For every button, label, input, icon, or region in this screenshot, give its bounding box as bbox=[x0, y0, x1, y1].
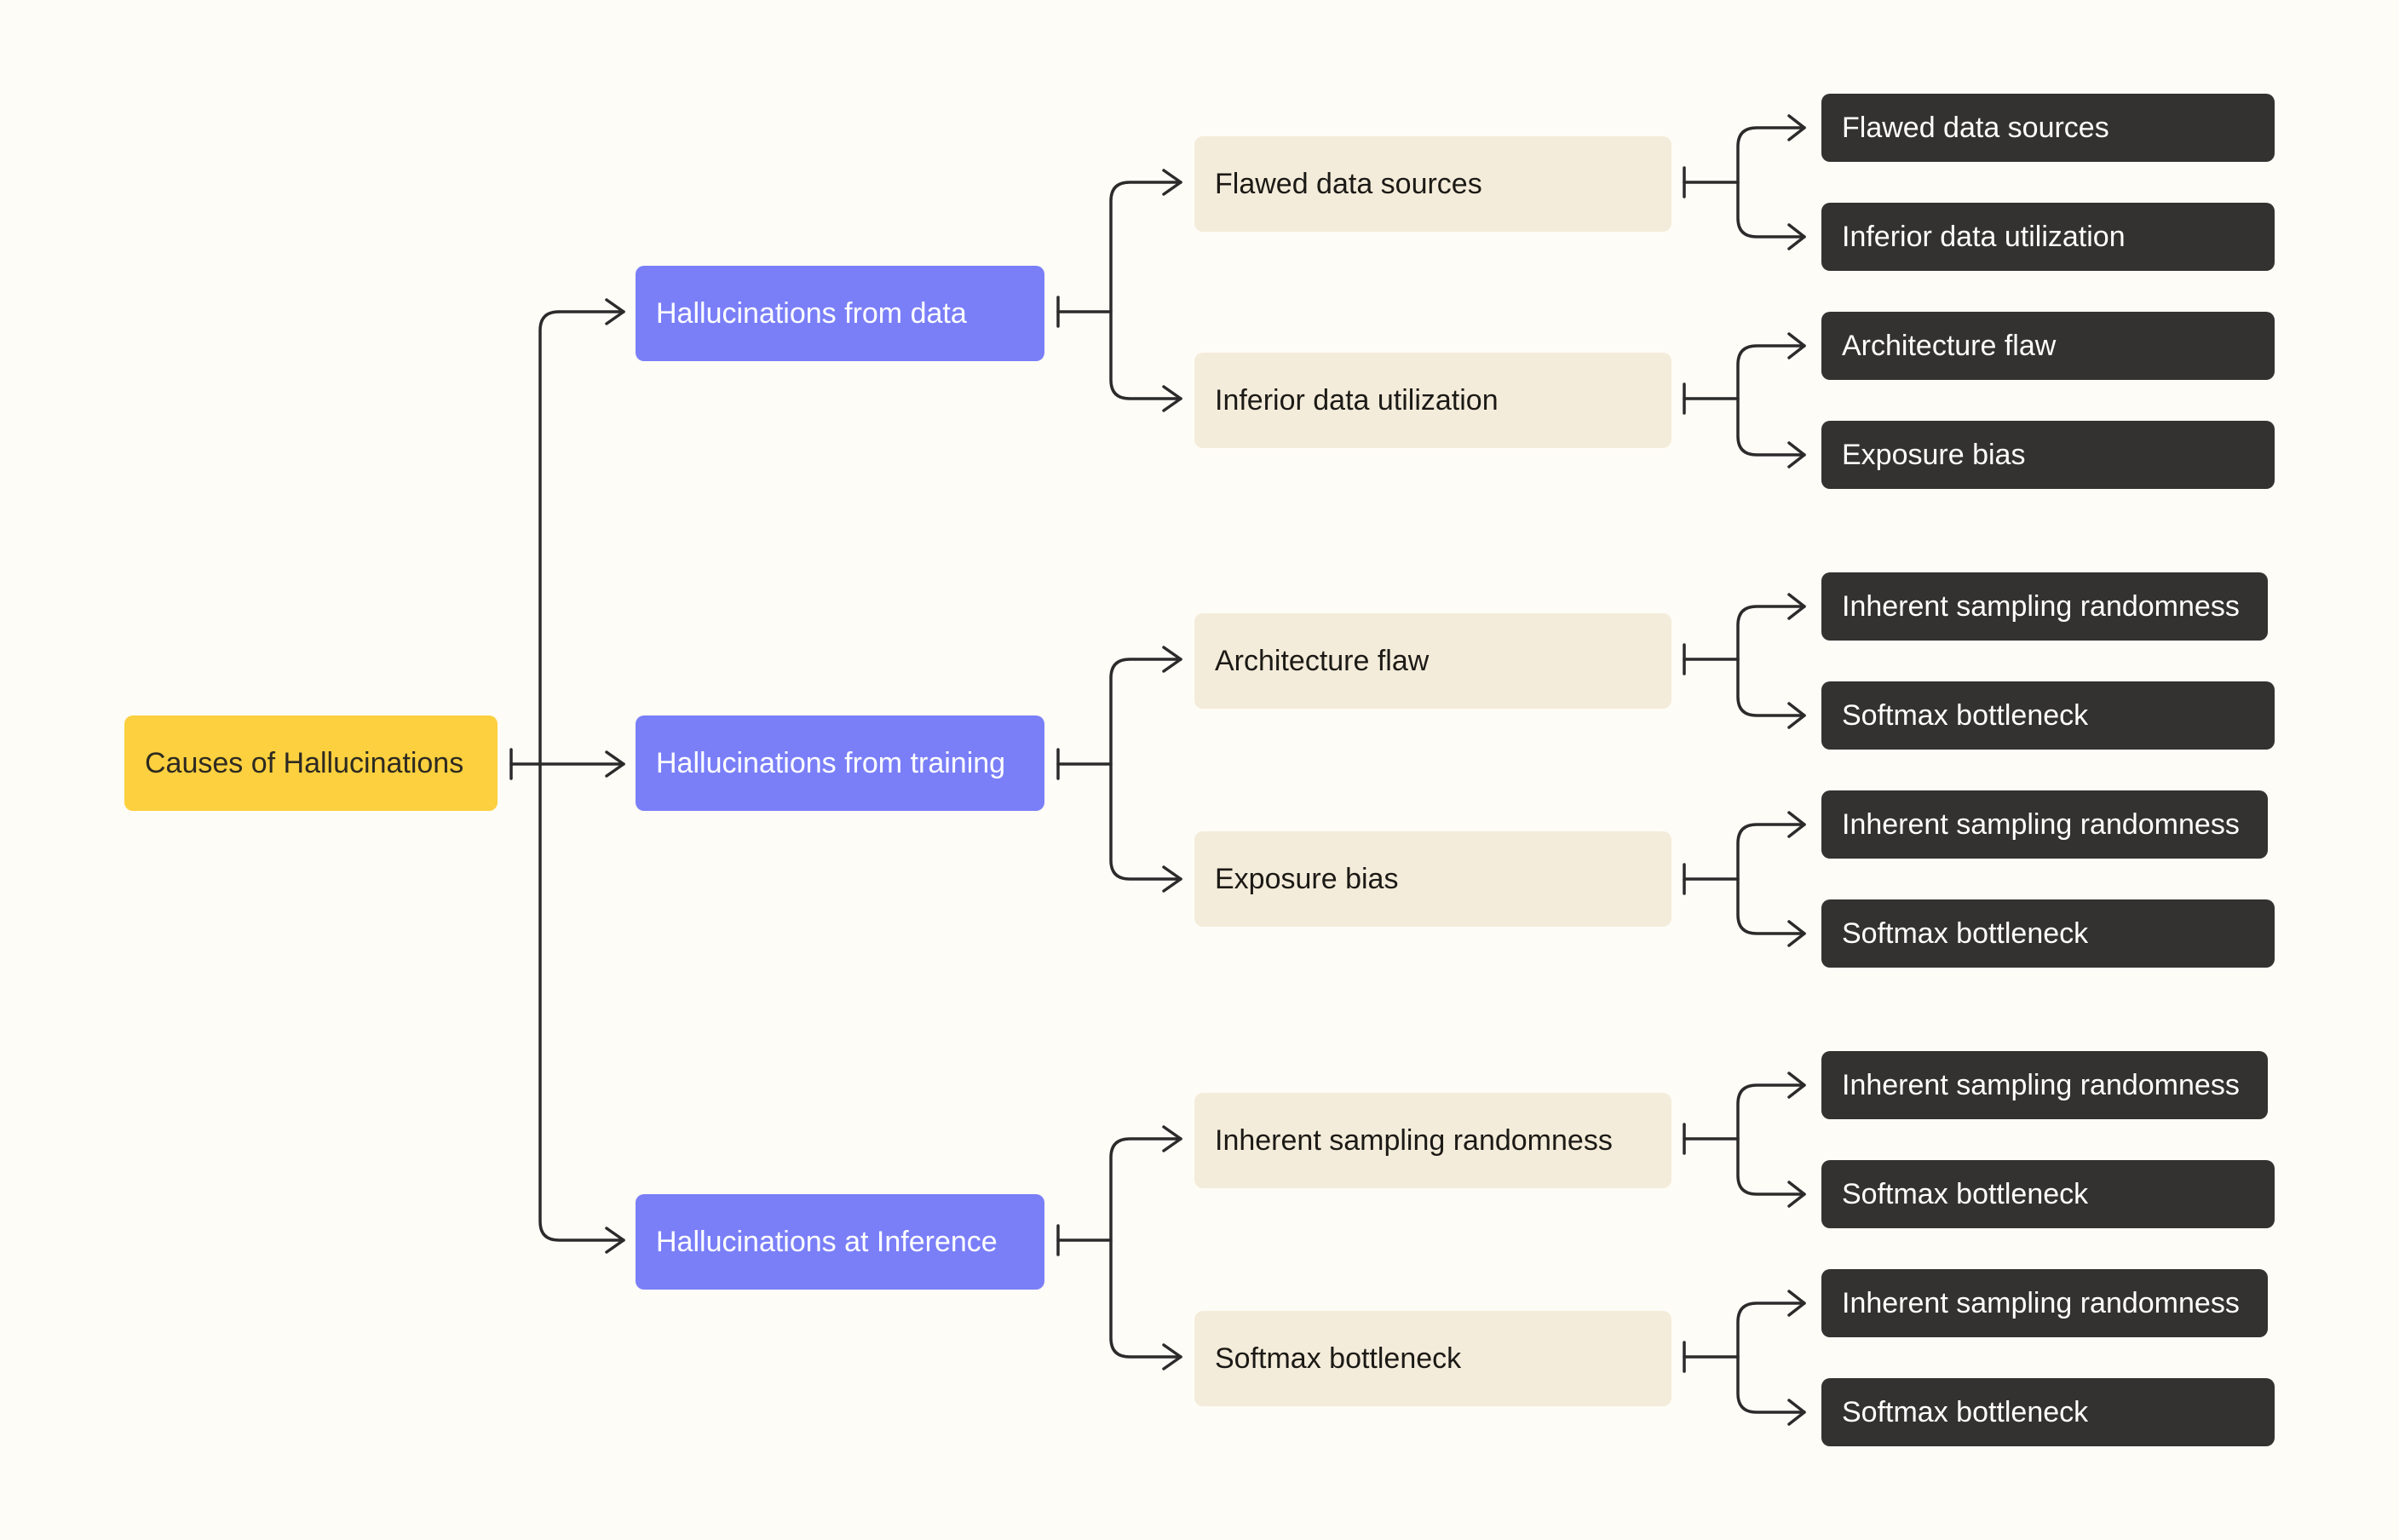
connector-level2-1 bbox=[1683, 114, 1806, 250]
connector-level2-5 bbox=[1683, 1072, 1806, 1208]
branch-node-inference: Hallucinations at Inference bbox=[636, 1194, 1044, 1290]
connector-level1-training bbox=[1056, 646, 1182, 893]
leaf-node: Inferior data utilization bbox=[1821, 203, 2275, 271]
cause-node: Flawed data sources bbox=[1194, 136, 1671, 232]
leaf-node: Flawed data sources bbox=[1821, 94, 2275, 162]
connector-level2-4 bbox=[1683, 811, 1806, 947]
connector-level1-inference bbox=[1056, 1125, 1182, 1370]
connector-level1-data bbox=[1056, 169, 1182, 412]
cause-node: Inferior data utilization bbox=[1194, 353, 1671, 448]
connector-level2-6 bbox=[1683, 1290, 1806, 1426]
leaf-node: Inherent sampling randomness bbox=[1821, 790, 2268, 859]
leaf-node: Architecture flaw bbox=[1821, 312, 2275, 380]
root-node: Causes of Hallucinations bbox=[124, 715, 498, 811]
leaf-node: Inherent sampling randomness bbox=[1821, 572, 2268, 641]
connector-level2-3 bbox=[1683, 593, 1806, 729]
leaf-node: Inherent sampling randomness bbox=[1821, 1051, 2268, 1119]
leaf-node: Softmax bottleneck bbox=[1821, 1378, 2275, 1446]
connector-root bbox=[509, 298, 625, 1254]
leaf-node: Inherent sampling randomness bbox=[1821, 1269, 2268, 1337]
branch-node-data: Hallucinations from data bbox=[636, 266, 1044, 361]
leaf-node: Softmax bottleneck bbox=[1821, 899, 2275, 968]
cause-node: Softmax bottleneck bbox=[1194, 1311, 1671, 1406]
leaf-node: Exposure bias bbox=[1821, 421, 2275, 489]
cause-node: Architecture flaw bbox=[1194, 613, 1671, 709]
cause-node: Exposure bias bbox=[1194, 831, 1671, 927]
leaf-node: Softmax bottleneck bbox=[1821, 681, 2275, 750]
branch-node-training: Hallucinations from training bbox=[636, 715, 1044, 811]
leaf-node: Softmax bottleneck bbox=[1821, 1160, 2275, 1228]
connector-level2-2 bbox=[1683, 332, 1806, 468]
cause-node: Inherent sampling randomness bbox=[1194, 1093, 1671, 1188]
